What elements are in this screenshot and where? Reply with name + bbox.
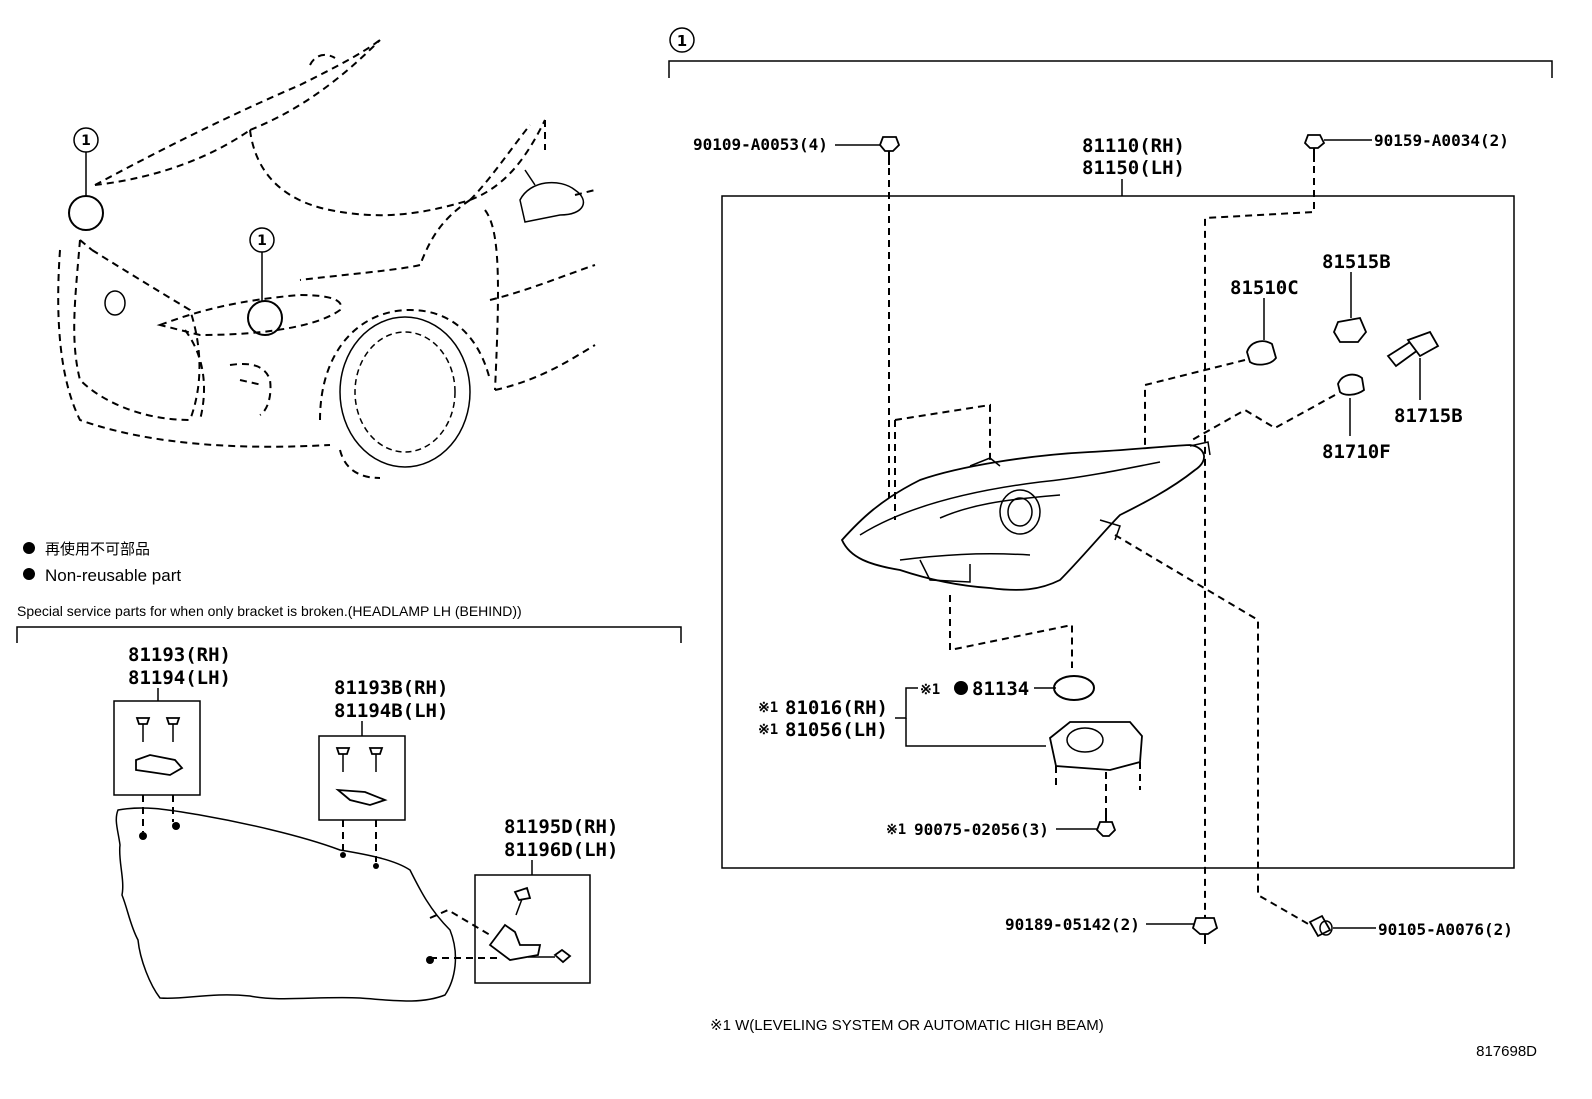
bracket-2-icon <box>335 788 388 806</box>
bracket-3-icon <box>488 923 542 961</box>
bulb-81510c-label: 81510C <box>1230 277 1299 299</box>
bracket-2-box <box>318 735 406 821</box>
non-reusable-dot-icon <box>23 542 35 554</box>
bulb-socket-icon <box>1386 330 1440 368</box>
bracket-1-icon <box>135 754 184 776</box>
callout-main: 1 <box>677 32 687 50</box>
legend-jp: 再使用不可部品 <box>45 541 150 558</box>
socket-81515b-label: 81515B <box>1322 251 1391 273</box>
computer-rh-label: 81016(RH) <box>785 697 888 719</box>
nut-bottom-label: 90189-05142(2) <box>1005 915 1140 934</box>
bracket-3-rh-label: 81195D(RH) <box>504 816 618 838</box>
footnote: ※1 W(LEVELING SYSTEM OR AUTOMATIC HIGH B… <box>710 1017 1104 1034</box>
legend: 再使用不可部品 Non-reusable part <box>23 541 181 585</box>
bracket-2-lh-label: 81194B(LH) <box>334 700 448 722</box>
screw-icon <box>335 747 351 772</box>
bulb-81710f-label: 81710F <box>1322 441 1391 463</box>
screw-icon <box>165 717 181 742</box>
headlamp-unit-icon <box>840 441 1211 591</box>
bracket-3-box <box>474 874 591 984</box>
diagram-id: 817698D <box>1476 1043 1537 1060</box>
computer-lh-label: 81056(LH) <box>785 719 888 741</box>
computer-prefix-rh: ※1 <box>758 700 778 716</box>
screw-icon <box>1095 812 1117 837</box>
bracket-2-rh-label: 81193B(RH) <box>334 677 448 699</box>
special-service-section: Special service parts for when only brac… <box>16 603 682 1002</box>
callout-car-upper: 1 <box>81 133 91 149</box>
headlamp-rear-outline <box>115 807 457 1002</box>
bracket-1-rh-label: 81193(RH) <box>128 644 231 666</box>
bulb-icon <box>1337 373 1365 396</box>
non-reusable-dot-icon <box>23 568 35 580</box>
gasket-icon <box>1053 675 1095 701</box>
screw-left-label: 90109-A0053(4) <box>693 135 828 154</box>
housing-rh-label: 81110(RH) <box>1082 135 1185 157</box>
screw-icon <box>135 717 151 742</box>
screw-icon <box>368 747 384 772</box>
nut-icon <box>1191 917 1219 944</box>
assembly-frame <box>721 195 1515 869</box>
screw-bottom-right-label: 90105-A0076(2) <box>1378 920 1513 939</box>
screw-right-label: 90159-A0034(2) <box>1374 131 1509 150</box>
gasket-label: 81134 <box>972 678 1029 700</box>
callout-car-lower: 1 <box>257 233 267 249</box>
screw-computer-label: 90075-02056(3) <box>914 820 1049 839</box>
computer-prefix-lh: ※1 <box>758 722 778 738</box>
screw-icon <box>1303 134 1326 162</box>
car-front-sketch: 1 1 <box>57 39 596 479</box>
screw-computer-prefix: ※1 <box>886 822 906 838</box>
bracket-1-box <box>113 700 201 796</box>
bracket-3-lh-label: 81196D(LH) <box>504 839 618 861</box>
bulb-81715b-label: 81715B <box>1394 405 1463 427</box>
non-reusable-dot-icon <box>954 681 968 695</box>
housing-lh-label: 81150(LH) <box>1082 157 1185 179</box>
leveling-computer-icon <box>1049 721 1143 790</box>
screw-icon <box>528 948 572 964</box>
legend-en: Non-reusable part <box>45 566 181 585</box>
screw-icon <box>878 136 901 165</box>
gasket-prefix: ※1 <box>920 682 940 698</box>
special-note: Special service parts for when only brac… <box>17 603 522 619</box>
bulb-icon <box>1246 340 1277 366</box>
bracket-1-lh-label: 81194(LH) <box>128 667 231 689</box>
screw-icon <box>1308 914 1333 938</box>
screw-icon <box>513 886 532 916</box>
headlamp-assembly-section: 1 90109-A0053(4) 81110(RH) 81150(LH) 901… <box>668 27 1553 1060</box>
socket-icon <box>1332 316 1368 343</box>
